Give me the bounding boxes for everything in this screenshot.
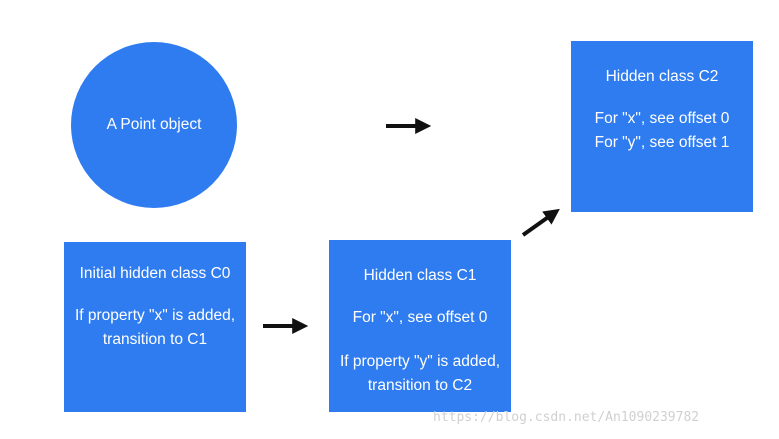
c2-offset-y: For "y", see offset 1: [594, 134, 730, 151]
c0-transition-line-1: If property "x" is added,: [74, 307, 236, 324]
hidden-class-c2-box: Hidden class C2 For "x", see offset 0 Fo…: [571, 41, 753, 212]
watermark-text: https://blog.csdn.net/An1090239782: [433, 410, 700, 425]
c1-title: Hidden class C1: [363, 267, 477, 284]
arrow-c1-to-c2: [521, 208, 560, 237]
c1-transition-line-2: transition to C2: [367, 377, 473, 394]
c1-offset-x: For "x", see offset 0: [352, 309, 488, 326]
c0-transition-line-2: transition to C1: [102, 331, 208, 348]
c2-offset-x: For "x", see offset 0: [594, 110, 730, 127]
hidden-class-c1-box: Hidden class C1 For "x", see offset 0 If…: [329, 240, 511, 412]
hidden-class-c0-box: Initial hidden class C0 If property "x" …: [64, 242, 246, 412]
c2-title: Hidden class C2: [605, 68, 719, 85]
point-object-label: A Point object: [106, 116, 202, 133]
point-object-node: A Point object: [71, 42, 237, 208]
c0-title: Initial hidden class C0: [79, 265, 231, 282]
c1-transition-line-1: If property "y" is added,: [339, 353, 501, 370]
